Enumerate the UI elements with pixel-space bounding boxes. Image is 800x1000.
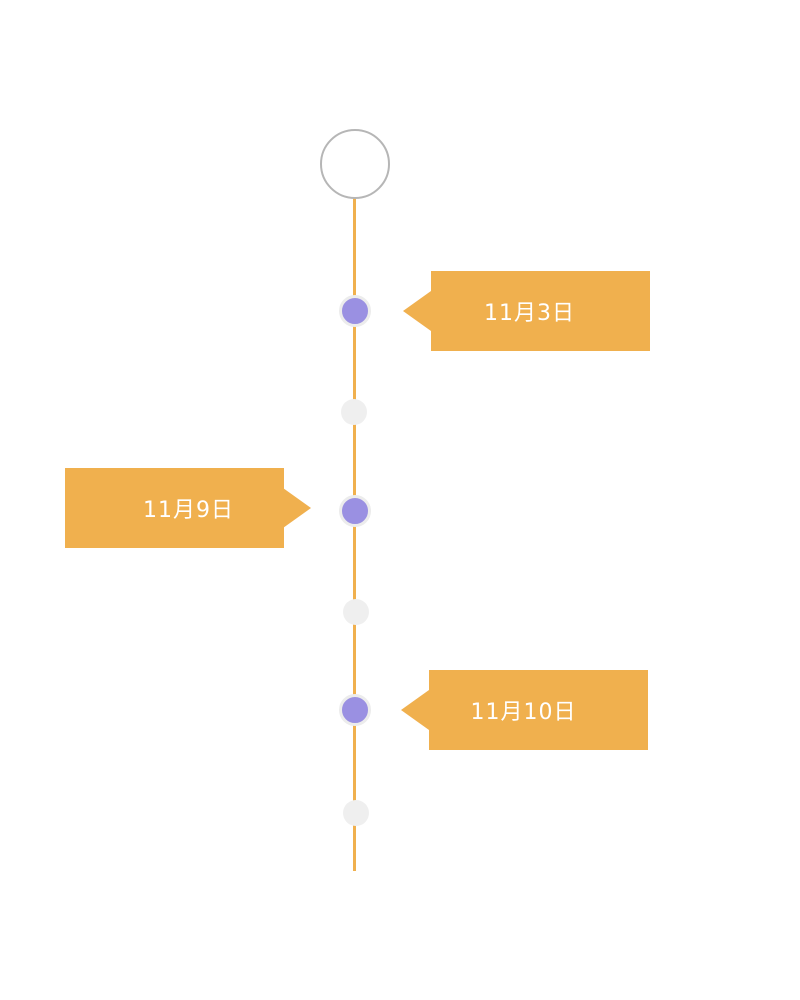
date-tag-label-2: 11月9日 (143, 498, 234, 523)
date-tag-label-3: 11月10日 (470, 700, 577, 725)
date-tag-2: 11月9日 (65, 468, 284, 548)
timeline-event-dot-3 (339, 694, 371, 726)
tag-pointer-3 (401, 690, 429, 730)
timeline-event-dot-1 (339, 295, 371, 327)
timeline-start-node (320, 129, 390, 199)
timeline-minor-dot (343, 800, 369, 826)
tag-pointer-1 (403, 291, 431, 331)
date-tag-label-1: 11月3日 (484, 301, 575, 326)
date-tag-1: 11月3日 (431, 271, 650, 351)
timeline-minor-dot (341, 399, 367, 425)
timeline-minor-dot (343, 599, 369, 625)
timeline-event-dot-2 (339, 495, 371, 527)
date-tag-3: 11月10日 (429, 670, 648, 750)
timeline-line (353, 196, 356, 871)
tag-pointer-2 (283, 488, 311, 528)
